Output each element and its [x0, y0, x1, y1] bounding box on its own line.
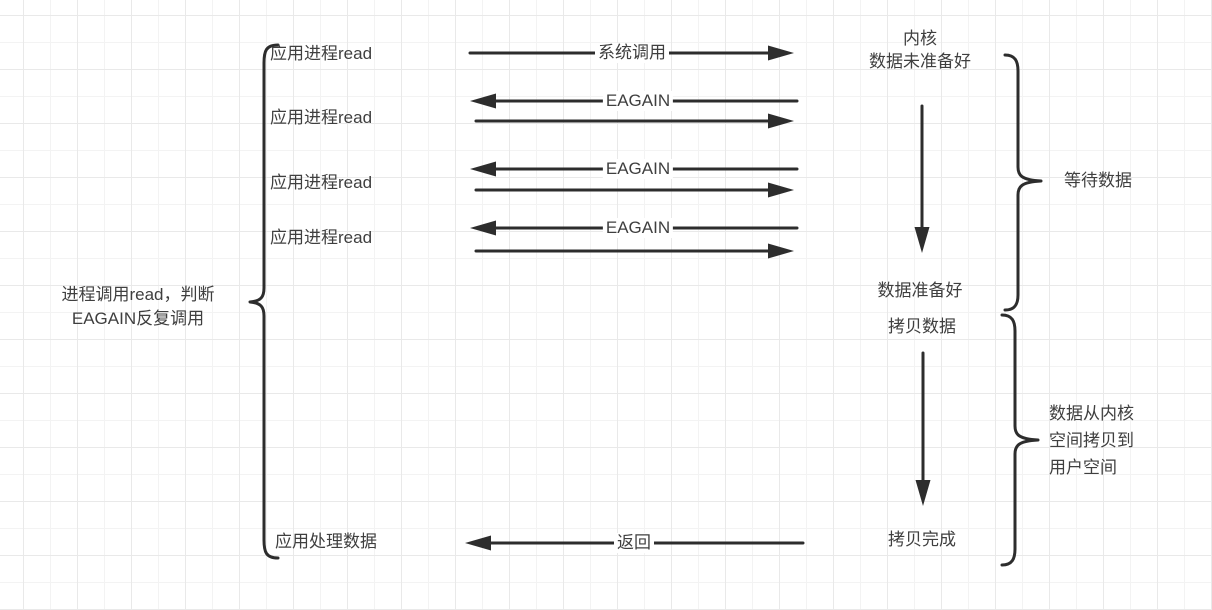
kernel-wait-arrow — [914, 104, 930, 253]
copy-start-label: 拷贝数据 — [888, 317, 956, 336]
retry-arrow-3 — [474, 243, 794, 259]
copy-annotation: 数据从内核 空间拷贝到 用户空间 — [1049, 400, 1134, 481]
left-annotation-line2: EAGAIN反复调用 — [71, 309, 205, 328]
app-process-data-label: 应用处理数据 — [275, 532, 377, 551]
eagain-arrow-label-3: EAGAIN — [602, 218, 674, 238]
kernel-not-ready-label: 数据未准备好 — [869, 52, 971, 71]
wait-data-brace — [1003, 53, 1043, 312]
left-brace — [248, 43, 280, 560]
left-annotation-line1: 进程调用read，判断 — [61, 285, 215, 304]
data-ready-label: 数据准备好 — [877, 281, 963, 300]
syscall-arrow-label: 系统调用 — [595, 43, 669, 63]
copy-data-brace — [1000, 313, 1040, 567]
left-annotation: 进程调用read，判断 EAGAIN反复调用 — [18, 283, 258, 331]
process-read-label-4: 应用进程read — [270, 228, 373, 247]
copy-done-label: 拷贝完成 — [888, 530, 956, 549]
process-read-label-1: 应用进程read — [270, 44, 373, 63]
return-arrow-label: 返回 — [614, 533, 654, 553]
eagain-arrow-label-1: EAGAIN — [602, 91, 674, 111]
retry-arrow-1 — [474, 113, 794, 129]
process-read-label-2: 应用进程read — [270, 108, 373, 127]
copy-annotation-line2: 空间拷贝到 — [1049, 431, 1134, 450]
copy-annotation-line3: 用户空间 — [1049, 458, 1117, 477]
process-read-label-3: 应用进程read — [270, 173, 373, 192]
kernel-header: 内核 数据未准备好 — [830, 27, 1010, 73]
kernel-copy-arrow — [915, 351, 931, 506]
copy-annotation-line1: 数据从内核 — [1049, 404, 1134, 423]
wait-data-label: 等待数据 — [1064, 171, 1132, 190]
kernel-title-label: 内核 — [903, 29, 937, 48]
eagain-arrow-label-2: EAGAIN — [602, 159, 674, 179]
retry-arrow-2 — [474, 182, 794, 198]
